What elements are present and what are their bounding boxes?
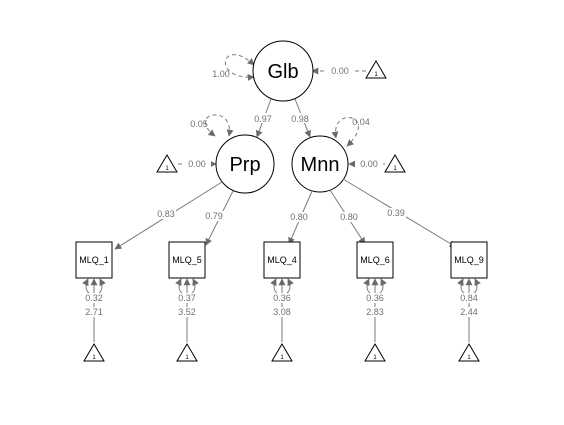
prp-variance-loop [204, 114, 234, 137]
mlq4-variance-label-bg [272, 293, 292, 303]
prp-intercept-label: 0.00 [188, 159, 206, 169]
mlq9-intercept-label: 2.44 [460, 307, 478, 317]
mlq6-intercept-label: 2.83 [366, 307, 384, 317]
mlq4-intercept-label-bg [272, 307, 292, 317]
mlq6-variance-label-bg [365, 293, 385, 303]
mlq4-node-label: MLQ_4 [267, 255, 297, 265]
mlq6-observed-node [356, 241, 394, 279]
mlq1-intercept-one: 1 [92, 355, 96, 361]
glb-mnn-label: 0.98 [291, 114, 309, 124]
mlq1-variance-label-bg [84, 293, 104, 303]
glb-variance-label: 1.00 [212, 69, 230, 79]
mlq4-intercept-label: 3.08 [273, 307, 291, 317]
mlq1-variance-label: 0.32 [85, 293, 103, 303]
mlq6-intercept-triangle [364, 343, 386, 362]
mlq9-node-label: MLQ_9 [454, 255, 484, 265]
glb-intercept-one: 1 [374, 72, 378, 78]
mnn-mlq6-label-bg [339, 212, 359, 222]
mlq5-variance-label-bg [177, 293, 197, 303]
mlq5-variance-label: 0.37 [178, 293, 196, 303]
glb-intercept-label: 0.00 [331, 66, 349, 76]
mlq5-intercept-label-bg [177, 307, 197, 317]
mnn-intercept-label-bg [355, 159, 383, 169]
mlq9-variance-label-bg [459, 293, 479, 303]
mlq5-observed-node [168, 241, 206, 279]
mlq1-observed-node [75, 241, 113, 279]
mlq1-intercept-label: 2.71 [85, 307, 103, 317]
glb-node-label: Glb [267, 61, 298, 83]
mlq5-intercept-label: 3.52 [178, 307, 196, 317]
mlq1-intercept-triangle [83, 343, 105, 362]
prp-variance-label: 0.05 [190, 119, 208, 129]
glb-intercept-label-bg [325, 66, 355, 76]
prp-intercept-triangle [156, 154, 178, 173]
mlq9-intercept-triangle [458, 343, 480, 362]
mlq6-node-label: MLQ_6 [360, 255, 390, 265]
mlq4-observed-node [263, 241, 301, 279]
mlq5-node-label: MLQ_5 [172, 255, 202, 265]
glb-prp-label: 0.97 [254, 114, 272, 124]
glb-variance-loop [225, 54, 255, 81]
mlq9-intercept-label-bg [459, 307, 479, 317]
glb-latent-node [252, 40, 314, 102]
mlq9-intercept-one: 1 [467, 355, 471, 361]
mnn-mlq9-label: 0.39 [387, 208, 405, 218]
mlq9-variance-label: 0.84 [460, 293, 478, 303]
mlq6-intercept-label-bg [365, 307, 385, 317]
mlq5-intercept-one: 1 [185, 355, 189, 361]
mnn-mlq4-label: 0.80 [290, 212, 308, 222]
mnn-latent-node [291, 135, 349, 193]
prp-node-label: Prp [229, 154, 260, 176]
glb-intercept-triangle [365, 60, 387, 79]
mnn-mlq6-label: 0.80 [340, 212, 358, 222]
mlq1-node-label: MLQ_1 [79, 255, 109, 265]
mnn-node-label: Mnn [301, 154, 340, 176]
prp-mlq1-label: 0.83 [157, 209, 175, 219]
mnn-intercept-triangle [384, 154, 406, 173]
mnn-variance-label: 0.04 [352, 117, 370, 127]
prp-intercept-label-bg [183, 159, 211, 169]
glb-mnn-label-bg [290, 113, 310, 123]
mlq4-intercept-one: 1 [280, 355, 284, 361]
mlq4-intercept-triangle [271, 343, 293, 362]
mnn-intercept-label: 0.00 [360, 159, 378, 169]
mlq9-observed-node [450, 241, 488, 279]
mnn-mlq4-label-bg [289, 212, 309, 222]
mnn-variance-loop [331, 117, 359, 147]
prp-mlq5-label-bg [204, 211, 224, 221]
glb-prp-label-bg [253, 113, 273, 123]
mlq4-variance-label: 0.36 [273, 293, 291, 303]
prp-intercept-one: 1 [165, 166, 169, 172]
prp-mlq1-label-bg [156, 209, 176, 219]
mnn-mlq9-label-bg [386, 208, 406, 218]
mnn-intercept-one: 1 [393, 166, 397, 172]
mlq6-intercept-one: 1 [373, 355, 377, 361]
mlq6-variance-label: 0.36 [366, 293, 384, 303]
mlq5-intercept-triangle [176, 343, 198, 362]
mlq1-intercept-label-bg [84, 307, 104, 317]
prp-mlq5-label: 0.79 [205, 211, 223, 221]
prp-latent-node [215, 134, 275, 194]
